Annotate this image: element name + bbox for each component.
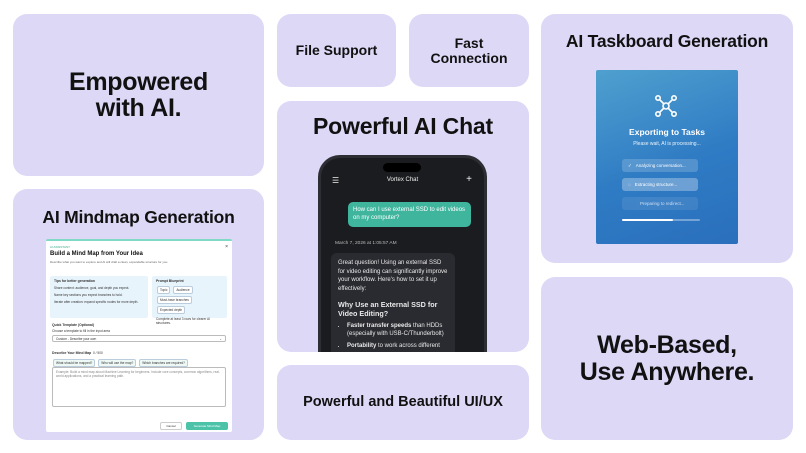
blueprint-title: Prompt Blueprint (156, 279, 184, 283)
export-progress-fill (622, 219, 673, 221)
taskboard-card: AI Taskboard Generation Exporting to Tas… (541, 14, 793, 263)
suggestion-chips: What should be mapped? Who will use the … (52, 358, 189, 368)
blueprint-panel: Prompt Blueprint Topic Audience Must-hav… (152, 276, 227, 325)
export-step-preparing: Preparing to redirect... (622, 197, 698, 210)
template-select[interactable]: Custom - Describe your own ⌄ (52, 335, 226, 342)
phone-notch (383, 163, 421, 172)
template-hint: Choose a template to fill in the input a… (52, 329, 110, 333)
bullet-bold: Faster transfer speeds (347, 322, 412, 329)
chat-heading: Powerful AI Chat (313, 113, 493, 139)
blueprint-pill[interactable]: Must-have branches (157, 296, 192, 304)
bullet-text: to work across different computers (347, 343, 440, 352)
template-select-value: Custom - Describe your own (56, 337, 97, 341)
describe-label: Describe Your Mind Map (52, 351, 92, 355)
suggestion-chip[interactable]: Which branches are required? (139, 359, 188, 367)
blueprint-pill[interactable]: Topic (157, 286, 171, 294)
export-step-label: Extracting structure... (634, 182, 678, 187)
message-timestamp: March 7, 2026 at 1:05:57 AM (335, 241, 397, 246)
ui-ux-card: Powerful and Beautiful UI/UX (277, 365, 529, 440)
assistant-tag: AI ASSISTANT (50, 245, 70, 249)
ai-heading: Why Use an External SSD for Video Editin… (338, 299, 438, 318)
bullet-bold: Portability (347, 343, 377, 350)
check-icon: ✓ (628, 162, 632, 168)
web-based-heading: Web-Based, Use Anywhere. (579, 331, 755, 386)
export-step-extracting: ◌ Extracting structure... (622, 178, 698, 191)
tip-item: Name key sections you expect branches to… (54, 293, 123, 297)
template-label: Quick Template (Optional) (52, 323, 94, 327)
taskboard-export-dialog: Exporting to Tasks Please wait, AI is pr… (596, 70, 738, 244)
empowered-card: Empowered with AI. (13, 14, 264, 176)
bullet-text: than HDDs (especially with USB-C/Thunder… (347, 322, 444, 338)
file-support-card: File Support (277, 14, 396, 87)
export-step-label: Preparing to redirect... (640, 201, 685, 206)
mindmap-dialog: AI ASSISTANT × Build a Mind Map from You… (46, 239, 232, 432)
describe-placeholder: Example: Build a mind map about Machine … (56, 370, 220, 378)
chat-app-title: Vortex Chat (386, 177, 419, 183)
taskboard-heading: AI Taskboard Generation (565, 31, 769, 51)
ai-message-bubble: Great question! Using an external SSD fo… (331, 253, 455, 352)
ai-intro-text: Great question! Using an external SSD fo… (338, 260, 448, 293)
empowered-heading: Empowered with AI. (69, 67, 208, 122)
cancel-button[interactable]: Cancel (160, 422, 182, 430)
list-item: Portability to work across different com… (347, 342, 448, 352)
export-subtitle: Please wait, AI is processing... (633, 141, 701, 147)
suggestion-chip[interactable]: Who will use the map? (98, 359, 137, 367)
chat-top-bar: ☰ Vortex Chat + (321, 174, 484, 190)
list-item: Faster transfer speeds than HDDs (especi… (347, 322, 448, 339)
ui-ux-heading: Powerful and Beautiful UI/UX (303, 393, 503, 410)
chevron-down-icon: ⌄ (219, 337, 222, 341)
blueprint-note: Complete at least 3 rows for clearer AI … (156, 317, 211, 325)
network-icon (654, 94, 677, 117)
export-step-label: Analyzing conversation... (635, 163, 686, 168)
close-icon[interactable]: × (225, 244, 228, 250)
mindmap-card: AI Mindmap Generation AI ASSISTANT × Bui… (13, 189, 264, 440)
blueprint-pill[interactable]: Expected depth (157, 306, 186, 314)
file-support-heading: File Support (295, 42, 378, 59)
export-progress-bar (622, 219, 700, 221)
describe-count: 0 / 500 (93, 351, 103, 355)
fast-connection-heading: Fast Connection (430, 34, 508, 66)
suggestion-chip[interactable]: What should be mapped? (53, 359, 96, 367)
tips-panel: Tips for better generation Share context… (50, 276, 148, 318)
chat-card: Powerful AI Chat ☰ Vortex Chat + How can… (277, 101, 529, 352)
export-title: Exporting to Tasks (629, 127, 705, 137)
export-step-analyzing: ✓ Analyzing conversation... (622, 159, 698, 172)
tip-item: Iterate after creation: expand specific … (54, 300, 139, 304)
ai-bullet-list: Faster transfer speeds than HDDs (especi… (338, 322, 448, 352)
generate-mind-map-button[interactable]: Generate Mind Map (186, 422, 228, 430)
menu-icon[interactable]: ☰ (332, 176, 340, 185)
mindmap-heading: AI Mindmap Generation (42, 207, 235, 227)
user-message-bubble: How can I use external SSD to edit video… (348, 202, 471, 227)
web-based-card: Web-Based, Use Anywhere. (541, 277, 793, 440)
tips-title: Tips for better generation (54, 279, 96, 283)
fast-connection-card: Fast Connection (409, 14, 529, 87)
tip-item: Share context: audience, goal, and depth… (54, 286, 130, 290)
describe-textarea[interactable]: Example: Build a mind map about Machine … (52, 367, 226, 407)
mindmap-dialog-description: Describe what you want to explore and AI… (50, 260, 169, 264)
plus-icon[interactable]: + (466, 174, 472, 185)
phone-mockup: ☰ Vortex Chat + How can I use external S… (318, 155, 487, 352)
spinner-icon: ◌ (628, 182, 631, 187)
mindmap-dialog-title: Build a Mind Map from Your Idea (50, 251, 143, 257)
blueprint-pill[interactable]: Audience (173, 286, 193, 294)
